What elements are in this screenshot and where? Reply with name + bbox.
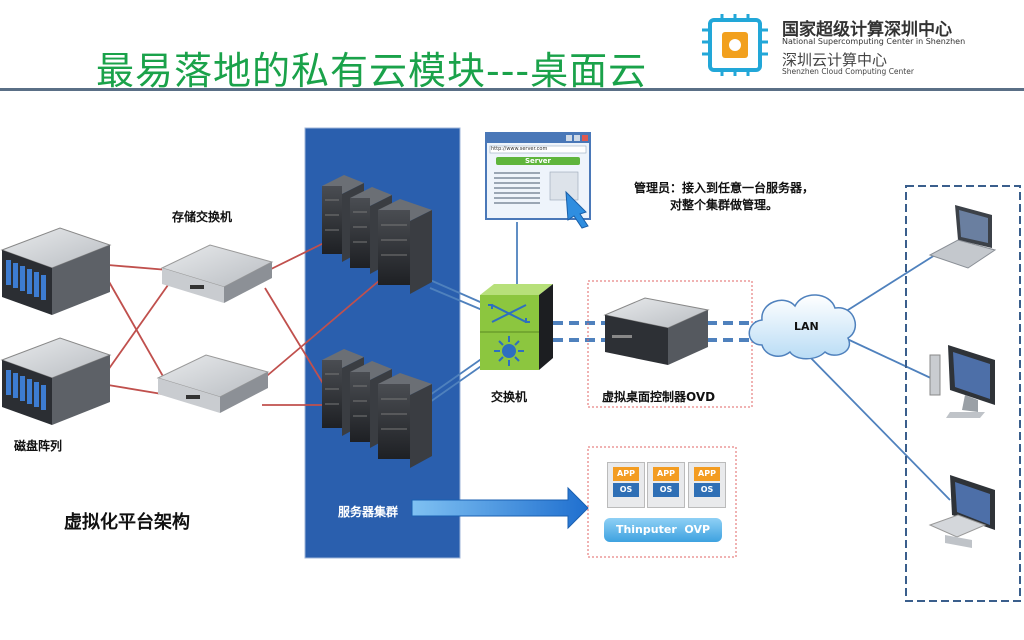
ovd-label: 虚拟桌面控制器OVD bbox=[602, 390, 716, 404]
app-tile-2: APP OS bbox=[647, 462, 685, 508]
lan-cloud bbox=[748, 294, 857, 360]
app-badge: APP bbox=[613, 467, 639, 481]
client-links bbox=[804, 254, 951, 501]
arrow-icon bbox=[411, 486, 589, 530]
ovd-frame bbox=[587, 280, 753, 408]
os-badge: OS bbox=[694, 483, 720, 497]
logo-en-sub: Shenzhen Cloud Computing Center bbox=[782, 67, 914, 76]
platform-label: 虚拟化平台架构 bbox=[64, 512, 190, 533]
server-rack-group-bottom bbox=[322, 349, 432, 468]
server-cluster-label: 服务器集群 bbox=[338, 505, 399, 519]
storage-switch-label: 存储交换机 bbox=[172, 210, 233, 224]
core-switch bbox=[480, 284, 553, 370]
lan-label: LAN bbox=[794, 320, 819, 333]
logo-cn-sub: 深圳云计算中心 bbox=[782, 51, 888, 69]
browser-window-icon bbox=[485, 132, 591, 229]
admin-note-line-2: 对整个集群做管理。 bbox=[669, 198, 778, 212]
thin-client-icon bbox=[928, 475, 995, 548]
disk-array-bottom bbox=[0, 337, 112, 425]
page-title: 最易落地的私有云模块---桌面云 bbox=[96, 49, 648, 93]
os-badge: OS bbox=[653, 483, 679, 497]
logo-cn-main: 国家超级计算深圳中心 bbox=[782, 20, 952, 40]
app-tile-1: APP OS bbox=[607, 462, 645, 508]
server-rack-group-top bbox=[322, 175, 432, 294]
storage-links bbox=[107, 239, 381, 406]
ovd-server bbox=[603, 297, 710, 365]
app-badge: APP bbox=[694, 467, 720, 481]
laptop-icon bbox=[928, 205, 997, 269]
ovp-bar: Thinputer OVP bbox=[604, 518, 722, 542]
logo-chip-icon bbox=[702, 14, 768, 76]
app-badge: APP bbox=[653, 467, 679, 481]
logo-en-main: National Supercomputing Center in Shenzh… bbox=[782, 37, 966, 46]
browser-banner: Server bbox=[524, 157, 551, 165]
switch-label: 交换机 bbox=[491, 390, 528, 404]
storage-switch-top bbox=[160, 244, 274, 303]
dashed-links bbox=[553, 321, 757, 342]
server-switch-links bbox=[429, 222, 518, 403]
desktop-icon bbox=[929, 345, 995, 418]
admin-note-line-1: 管理员：接入到任意一台服务器， bbox=[633, 181, 814, 195]
storage-switch-bottom bbox=[156, 354, 270, 413]
ovp-frame bbox=[587, 446, 737, 558]
disk-array-label: 磁盘阵列 bbox=[14, 439, 63, 453]
app-tile-3: APP OS bbox=[688, 462, 726, 508]
os-badge: OS bbox=[613, 483, 639, 497]
header-divider bbox=[0, 88, 1024, 91]
disk-array-top bbox=[0, 227, 112, 315]
admin-note: 管理员：接入到任意一台服务器， 对整个集群做管理。 bbox=[594, 180, 854, 214]
browser-url: http://www.server.com bbox=[491, 146, 548, 152]
